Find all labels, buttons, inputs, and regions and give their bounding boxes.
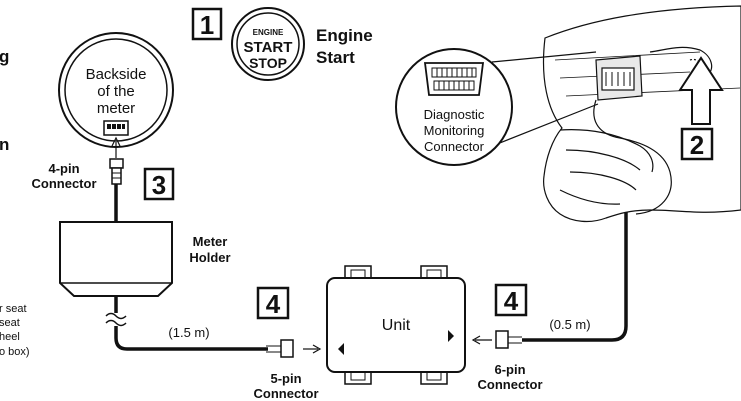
unit-label: Unit [382, 317, 411, 334]
left-edge-fragment-2: n [0, 135, 9, 154]
meter-backside-icon: Backside of the meter [58, 32, 174, 148]
diagnostic-label-line1: Diagnostic [424, 107, 485, 122]
step-4-right-number: 4 [504, 286, 519, 316]
step-2-number: 2 [690, 130, 704, 160]
engine-button-line2: START [244, 39, 293, 56]
unit-box-icon [326, 265, 466, 385]
arrow-up-to-meter-icon [111, 136, 121, 158]
step-2-badge: 2 [680, 127, 714, 161]
left-note-fragment-4: o box) [0, 346, 30, 358]
six-pin-label-line1: 6-pin [494, 362, 525, 377]
big-arrow-up-icon [678, 56, 724, 125]
six-pin-connector-icon [495, 330, 522, 349]
five-pin-label-line1: 5-pin [270, 371, 301, 386]
diagnostic-label-line3: Connector [424, 139, 485, 154]
left-edge-fragment-1: g [0, 47, 9, 66]
diagnostic-port-icon [423, 62, 485, 96]
meter-holder-icon [59, 221, 173, 297]
engine-button-line3: STOP [249, 55, 287, 71]
right-cable [522, 210, 628, 342]
left-note-fragment-2: seat [0, 317, 20, 329]
meter-holder-label-line2: Holder [189, 250, 230, 265]
diagnostic-connector-callout: Diagnostic Monitoring Connector [395, 48, 599, 166]
five-pin-label-line2: Connector [254, 386, 319, 401]
vehicle-dash-hand-illustration [542, 5, 741, 223]
step-4-right-badge: 4 [494, 283, 528, 317]
left-note-fragment-1: r seat [0, 303, 27, 315]
meter-label-line3: meter [97, 100, 135, 117]
step-1-number: 1 [200, 10, 214, 40]
step-4-left-number: 4 [266, 289, 281, 319]
meter-label-line2: of the [97, 83, 135, 100]
arrow-to-unit-right-icon [471, 335, 492, 345]
diagnostic-label-line2: Monitoring [424, 123, 485, 138]
step-3-badge: 3 [143, 167, 175, 201]
engine-start-label-line2: Start [316, 48, 355, 67]
meter-label-line1: Backside [86, 66, 147, 83]
engine-button-line1: ENGINE [253, 28, 284, 37]
cable-left-length: (1.5 m) [168, 325, 209, 340]
engine-start-label-line1: Engine [316, 26, 373, 45]
left-note-fragment-3: heel [0, 331, 20, 343]
cable-right-length: (0.5 m) [549, 317, 590, 332]
five-pin-connector-icon [266, 339, 294, 358]
engine-start-stop-button-icon: ENGINE START STOP [231, 7, 305, 81]
left-cable [105, 296, 268, 351]
step-3-number: 3 [152, 170, 166, 200]
six-pin-label-line2: Connector [478, 377, 543, 392]
four-pin-label-line2: Connector [32, 176, 97, 191]
four-pin-connector-icon [109, 158, 124, 185]
arrow-to-unit-left-icon [303, 344, 322, 354]
step-4-left-badge: 4 [256, 286, 290, 320]
four-pin-label-line1: 4-pin [48, 161, 79, 176]
step-1-badge: 1 [191, 7, 223, 41]
meter-holder-label-line1: Meter [193, 234, 228, 249]
